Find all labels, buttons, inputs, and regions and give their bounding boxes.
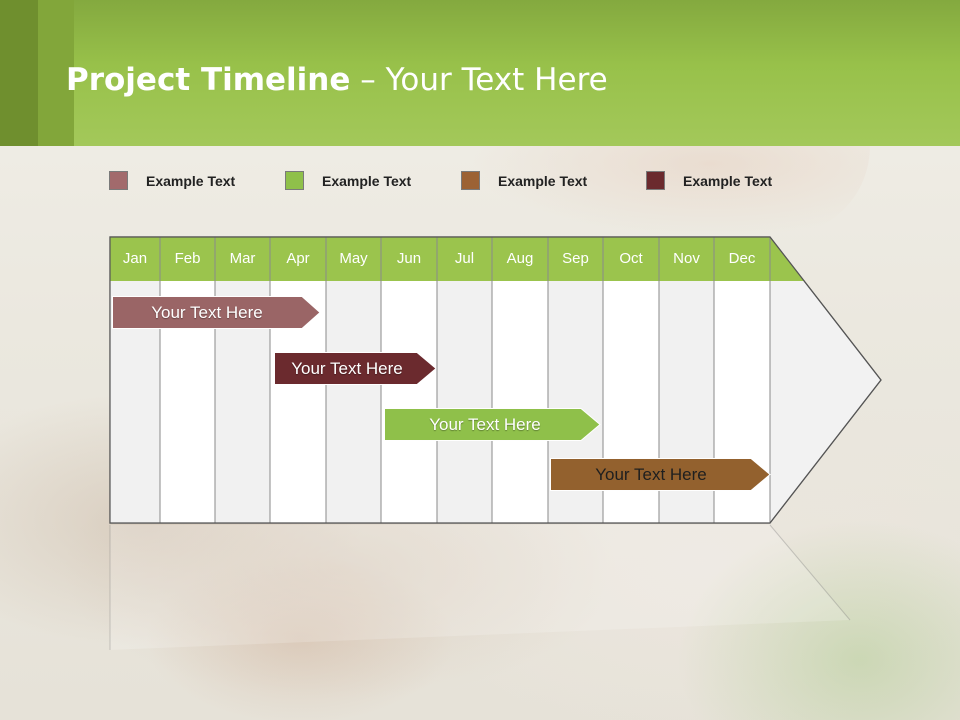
task-bar-arrow-shape [112, 296, 321, 329]
month-label-mar: Mar [229, 250, 256, 267]
slide-title-bold: Project Timeline [66, 62, 351, 98]
month-column-jul [437, 281, 492, 523]
task-bar-label: Your Text Here [151, 303, 263, 322]
task-bar-label: Your Text Here [595, 465, 707, 484]
task-bar-label: Your Text Here [291, 359, 403, 378]
slide-title-subtitle: – Your Text Here [350, 62, 608, 98]
month-label-may: May [339, 250, 368, 267]
legend-swatch [646, 171, 665, 190]
legend-swatch [109, 171, 128, 190]
legend-label: Example Text [322, 173, 412, 189]
month-label-oct: Oct [619, 250, 643, 267]
banner-stripe-dark [0, 0, 38, 146]
month-label-sep: Sep [562, 250, 589, 267]
month-column-jun [381, 281, 437, 523]
task-bar-2[interactable]: Your Text Here [274, 352, 437, 385]
task-bar-4[interactable]: Your Text Here [550, 458, 771, 491]
legend-swatch [285, 171, 304, 190]
month-label-jan: Jan [122, 250, 148, 267]
title-banner: Project Timeline – Your Text Here [0, 0, 960, 146]
task-bar-1[interactable]: Your Text Here [112, 296, 321, 329]
legend-label: Example Text [146, 173, 236, 189]
task-bar-arrow-shape [550, 458, 771, 491]
task-bar-arrow-shape [274, 352, 437, 385]
legend-swatch [461, 171, 480, 190]
task-bar-arrow-shape [384, 408, 601, 441]
month-column-aug [492, 281, 548, 523]
month-label-aug: Aug [506, 250, 534, 267]
month-header-strip [110, 237, 804, 281]
reflection-diagonal-edge [769, 524, 851, 621]
timeline-arrow-outline [109, 236, 882, 524]
timeline-reflection [110, 525, 850, 650]
month-label-jun: Jun [396, 250, 422, 267]
month-column-may [326, 281, 381, 523]
month-label-nov: Nov [673, 250, 700, 267]
month-label-apr: Apr [286, 250, 310, 267]
slide-title: Project Timeline – Your Text Here [66, 62, 608, 98]
month-label-feb: Feb [174, 250, 201, 267]
task-bar-label: Your Text Here [429, 415, 541, 434]
task-bar-3[interactable]: Your Text Here [384, 408, 601, 441]
legend-label: Example Text [498, 173, 588, 189]
banner-stripe-mid [38, 0, 74, 146]
month-label-jul: Jul [454, 250, 475, 267]
background-photo-hand [470, 146, 870, 236]
month-label-dec: Dec [728, 250, 756, 267]
legend-label: Example Text [683, 173, 773, 189]
